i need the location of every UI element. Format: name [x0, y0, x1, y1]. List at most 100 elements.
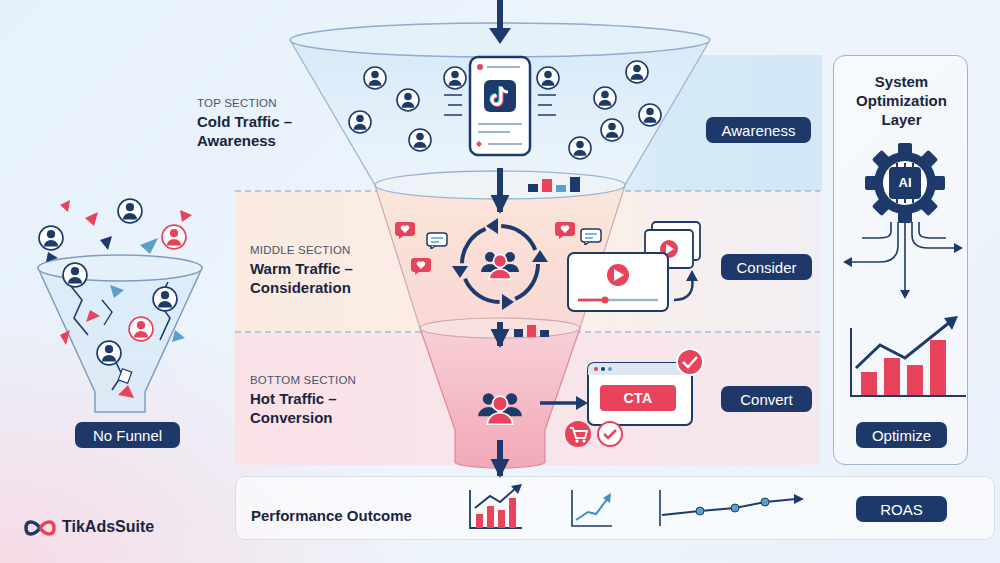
node-text: System Optimization Layer — [834, 72, 969, 129]
action-pill: Optimize — [856, 422, 947, 448]
metric-pill: ROAS — [856, 496, 947, 522]
flow-lines — [843, 222, 963, 299]
mini-bars-part — [556, 185, 566, 192]
node-text: Optimize — [872, 427, 931, 444]
outcome-charts-part — [662, 499, 796, 515]
flow-lines-part — [904, 222, 906, 292]
conversion-icons-part — [575, 439, 578, 442]
conversion-icons-part — [588, 363, 692, 425]
outcome-charts-part — [498, 510, 505, 528]
outcome-charts-part — [731, 504, 739, 512]
broken-funnel-part — [110, 285, 124, 298]
broken-funnel-part — [118, 369, 132, 384]
broken-funnel-part — [102, 300, 112, 325]
broken-funnel-part — [70, 285, 88, 335]
conversion-icons-part — [565, 421, 591, 447]
broken-funnel — [38, 199, 202, 412]
phone-icon-part — [488, 143, 522, 145]
ai-gear-part — [883, 161, 927, 205]
node-text: Performance Outcome — [251, 507, 471, 524]
funnel-body-part — [290, 23, 710, 57]
flow-lines-part — [850, 222, 898, 262]
broken-funnel-part — [46, 252, 58, 262]
phone-icon-part — [477, 64, 483, 70]
video-cards — [568, 222, 700, 311]
entry-arrow-part — [489, 28, 511, 44]
engagement-cycle-part — [486, 218, 498, 234]
audience-icons-part — [349, 111, 371, 133]
flow-lines-part — [862, 222, 891, 238]
brand-logo-part — [26, 522, 40, 534]
flow-lines-part — [900, 290, 910, 299]
section-band: MIDDLE SECTIONWarm Traffic – Considerati… — [235, 212, 820, 322]
outcome-charts-part — [603, 493, 611, 503]
engagement-cycle-part — [532, 250, 548, 262]
conversion-icons-part — [677, 349, 703, 375]
engagement-cycle-part — [481, 252, 519, 279]
optimize-chart-part — [884, 358, 900, 395]
conversion-icons-part — [604, 430, 616, 438]
mini-bars-part — [514, 329, 523, 337]
section-band: TOP SECTIONCold Traffic – AwarenessAware… — [195, 60, 820, 168]
broken-funnel-part — [39, 226, 63, 250]
outcome-charts-part — [659, 490, 661, 526]
phone-icon-part-part — [491, 86, 500, 104]
entry-arrow-part — [497, 0, 503, 30]
node-text: MIDDLE SECTION — [250, 244, 380, 256]
broken-funnel-part — [100, 236, 112, 250]
broken-funnel-part — [153, 287, 177, 311]
audience-icons-part — [397, 89, 419, 111]
engagement-cycle-part — [555, 222, 575, 239]
node-text: CTA — [623, 390, 652, 406]
node-text: TOP SECTION — [197, 97, 317, 109]
stage-pill: Convert — [721, 386, 812, 412]
mini-bars-part — [540, 330, 549, 337]
ai-gear-part — [874, 152, 936, 214]
video-cards-part — [578, 299, 658, 302]
outcome-charts-part — [509, 498, 516, 528]
engagement-cycle-part — [427, 233, 447, 249]
phone-icon-part — [444, 114, 462, 116]
broken-funnel-part — [85, 212, 98, 226]
phone-icon-part — [470, 57, 530, 155]
engagement-cycle-part — [581, 229, 601, 245]
optimize-chart-part — [856, 322, 950, 368]
outcome-charts-part — [761, 498, 769, 506]
status-pill: No Funnel — [75, 422, 180, 448]
engagement-cycle-part — [395, 222, 415, 239]
mini-bars-part — [527, 325, 536, 337]
outcome-charts-part — [576, 498, 608, 520]
video-cards-part — [614, 269, 624, 281]
phone-icon-part — [538, 114, 556, 116]
flow-lines-part — [919, 222, 946, 238]
broken-funnel-part — [60, 330, 70, 345]
phone-icon-part — [476, 141, 482, 147]
engagement-cycle-part — [411, 258, 431, 275]
conversion-icons-part — [478, 393, 522, 424]
outcome-charts-part — [475, 488, 516, 508]
optimize-chart-part — [861, 372, 877, 395]
phone-icon-part-part — [493, 88, 502, 106]
cta-button: CTA — [600, 385, 676, 411]
phone-icon-part — [484, 80, 516, 112]
entry-arrow — [489, 0, 511, 44]
outcome-charts-part — [572, 490, 612, 526]
audience-icons-part — [639, 104, 661, 126]
broken-funnel-part — [86, 310, 100, 322]
node-text: Consider — [736, 259, 796, 276]
optimize-chart-part — [944, 316, 958, 330]
phone-icon-part-part — [501, 87, 508, 92]
video-cards-part — [666, 244, 674, 254]
broken-funnel-part — [63, 263, 87, 287]
conversion-icons-part — [576, 396, 588, 410]
phone-icon — [444, 57, 556, 155]
outcome-charts-part — [476, 514, 483, 528]
ai-gear-part — [889, 167, 921, 199]
flow-lines-part — [954, 243, 963, 253]
phone-icon-part — [444, 94, 462, 96]
ai-gear-part — [912, 199, 914, 203]
